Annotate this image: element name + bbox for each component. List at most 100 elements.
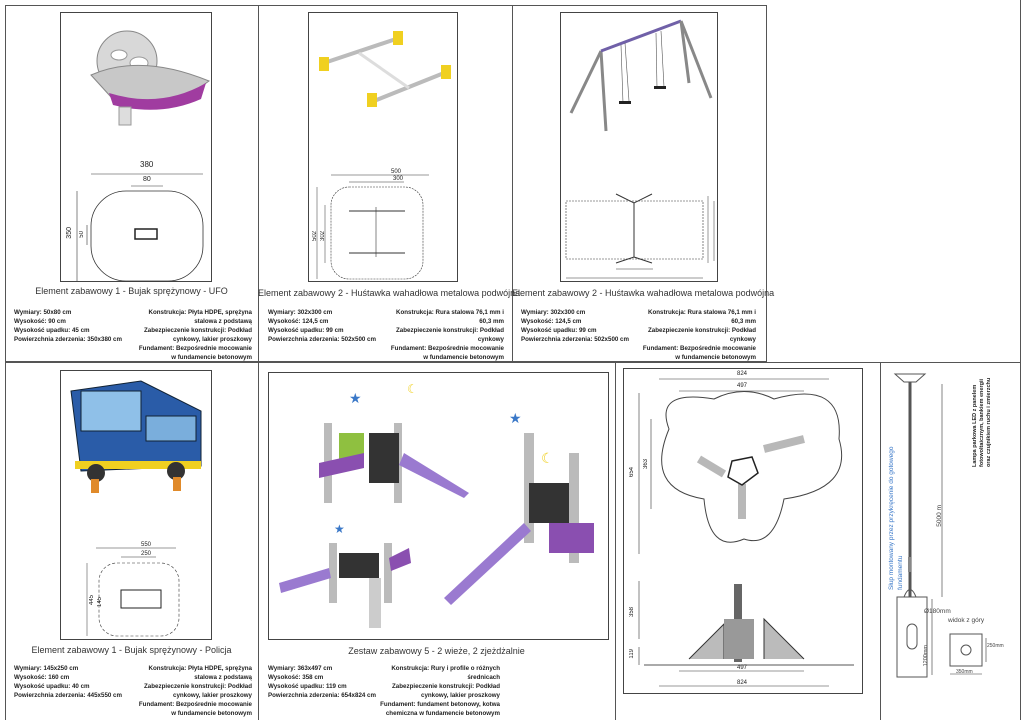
seesaw-illustration <box>319 31 451 107</box>
card-caption: Element zabawowy 1 - Bujak sprężynowy - … <box>35 286 228 296</box>
dim-bottom-outer: 824 <box>737 680 748 686</box>
police-plan-drawing <box>86 547 180 637</box>
spec-line: w fundamencie betonowym <box>171 354 252 361</box>
svg-text:★: ★ <box>334 522 345 536</box>
seesaw-drawing-frame: 500 300 502 302 <box>308 12 458 282</box>
spec-line: chemiczna w fundamencie betonowym <box>385 710 500 717</box>
spec-left: Wymiary: 302x300 cm Wysokość: 124,5 cm Wys… <box>268 308 376 344</box>
spec-line: Powierzchnia zderzenia: 502x500 cm <box>268 336 376 343</box>
spec-line: cynkowy, lakier proszkowy <box>173 692 252 699</box>
dim-inner-height: 302 <box>320 231 326 242</box>
spec-line: Wymiary: 50x80 cm <box>14 309 72 316</box>
spec-line: Wysokość: 160 cm <box>14 674 70 681</box>
spec-line: Konstrukcja: Rura stalowa 76,1 mm i <box>648 309 756 316</box>
spec-line: w fundamencie betonowym <box>171 710 252 717</box>
top-row-border <box>5 5 767 362</box>
spec-line: Konstrukcja: Płyta HDPE, sprężyna <box>148 309 252 316</box>
spec-line: Zabezpieczenie konstrukcji: Podkład <box>144 683 252 690</box>
lamp-diameter: Ø180mm <box>924 608 951 615</box>
dim-top-outer: 824 <box>737 371 748 377</box>
spec-line: Wysokość upadku: 99 cm <box>521 327 597 334</box>
spec-right: Konstrukcja: Rura stalowa 76,1 mm i 60,3 … <box>391 308 504 362</box>
spec-right: Konstrukcja: Rura stalowa 76,1 mm i 60,3 … <box>643 308 756 362</box>
spec-line: Wysokość upadku: 99 cm <box>268 327 344 334</box>
spec-line: cynkowy, lakier proszkowy <box>421 692 500 699</box>
spec-line: Fundament: Bezpośrednie mocowanie <box>642 345 756 352</box>
dim-left-inner: 363 <box>643 459 649 470</box>
spec-line: Powierzchnia zderzenia: 654x824 cm <box>268 692 376 699</box>
dim-outer-height: 350 <box>66 227 73 239</box>
police-car-illustration <box>70 380 202 493</box>
spec-line: Konstrukcja: Rura stalowa 76,1 mm i <box>396 309 504 316</box>
spec-left: Wymiary: 363x497 cm Wysokość: 358 cm Wysok… <box>268 664 376 700</box>
spec-line: stalowa z podstawą <box>194 674 252 681</box>
dim-bottom-inner: 497 <box>737 665 748 671</box>
tower-set-3: ★ <box>279 522 411 628</box>
spec-line: Zabezpieczenie konstrukcji: Podkład <box>648 327 756 334</box>
spec-line: Wysokość upadku: 119 cm <box>268 683 347 690</box>
spec-right: Konstrukcja: Płyta HDPE, sprężyna stalowa… <box>139 308 252 362</box>
divider <box>258 362 259 720</box>
lamp-mount-note: Słup montowany przez przykręcenie do got… <box>888 446 904 590</box>
divider <box>5 362 6 720</box>
spec-line: Zabezpieczenie konstrukcji: Podkład <box>144 327 252 334</box>
spec-line: Wysokość: 124,5 cm <box>521 318 582 325</box>
ufo-plan-drawing <box>76 173 204 282</box>
plate-width: 350mm <box>956 669 973 675</box>
spec-line: średnicach <box>467 674 500 681</box>
spec-line: Wysokość: 90 cm <box>14 318 66 325</box>
spec-line: Fundament: Bezpośrednie mocowanie <box>390 345 504 352</box>
dim-height: 358 <box>629 607 635 618</box>
spec-line: Fundament: fundament betonowy, kotwa <box>380 701 500 708</box>
spec-line: Wymiary: 363x497 cm <box>268 665 333 672</box>
spec-line: w fundamencie betonowym <box>423 354 504 361</box>
spec-line: cynkowy <box>729 336 756 343</box>
spec-line: 60,3 mm <box>731 318 756 325</box>
spec-right: Konstrukcja: Płyta HDPE, sprężyna stalowa… <box>139 664 252 718</box>
divider <box>258 5 259 362</box>
card-caption: Zestaw zabawowy 5 - 2 wieże, 2 zjeżdżaln… <box>348 646 525 656</box>
site-plan-drawing <box>638 378 854 687</box>
seesaw-plan-drawing <box>316 174 429 280</box>
spec-line: 60,3 mm <box>479 318 504 325</box>
svg-text:★: ★ <box>349 390 362 406</box>
dim-inner-height: 50 <box>79 231 85 238</box>
dim-inner-height: 145 <box>97 597 103 608</box>
spec-line: w fundamencie betonowym <box>675 354 756 361</box>
spec-line: Konstrukcja: Rury i profile o różnych <box>391 665 500 672</box>
spec-line: stalowa z podstawą <box>194 318 252 325</box>
spec-line: Konstrukcja: Płyta HDPE, sprężyna <box>148 665 252 672</box>
divider <box>5 362 1021 363</box>
divider <box>1020 0 1021 720</box>
dim-outer-width: 550 <box>141 542 152 548</box>
spec-line: Wysokość: 124,5 cm <box>268 318 329 325</box>
dim-outer-height: 502 <box>312 231 318 242</box>
lamp-top-view-label: widok z góry <box>948 617 985 624</box>
lamp-base-height: 1200mm <box>923 645 929 667</box>
svg-text:☾: ☾ <box>407 382 418 396</box>
dim-outer-height: 445 <box>89 595 95 606</box>
divider <box>880 362 881 720</box>
dim-left-outer: 654 <box>629 467 635 478</box>
spec-line: Wysokość: 358 cm <box>268 674 324 681</box>
svg-text:☾: ☾ <box>541 450 554 466</box>
dim-inner-width: 250 <box>141 551 152 557</box>
spec-line: cynkowy <box>477 336 504 343</box>
dim-inner-width: 300 <box>393 176 404 182</box>
spec-line: Zabezpieczenie konstrukcji: Podkład <box>396 327 504 334</box>
lamp-height: 5000 m <box>936 505 943 527</box>
card-caption: Element zabawowy 1 - Bujak sprężynowy - … <box>31 645 232 655</box>
swing-illustration <box>569 19 713 132</box>
divider <box>615 362 616 720</box>
spec-line: Wymiary: 302x300 cm <box>268 309 333 316</box>
tower-set-1: ★☾ <box>319 382 469 503</box>
spec-line: Fundament: Bezpośrednie mocowanie <box>138 345 252 352</box>
swing-drawing-frame <box>560 12 718 282</box>
spec-right: Konstrukcja: Rury i profile o różnych śre… <box>380 664 500 718</box>
spec-line: Powierzchnia zderzenia: 445x550 cm <box>14 692 122 699</box>
dim-outer-width: 380 <box>140 160 154 169</box>
svg-text:★: ★ <box>509 410 522 426</box>
